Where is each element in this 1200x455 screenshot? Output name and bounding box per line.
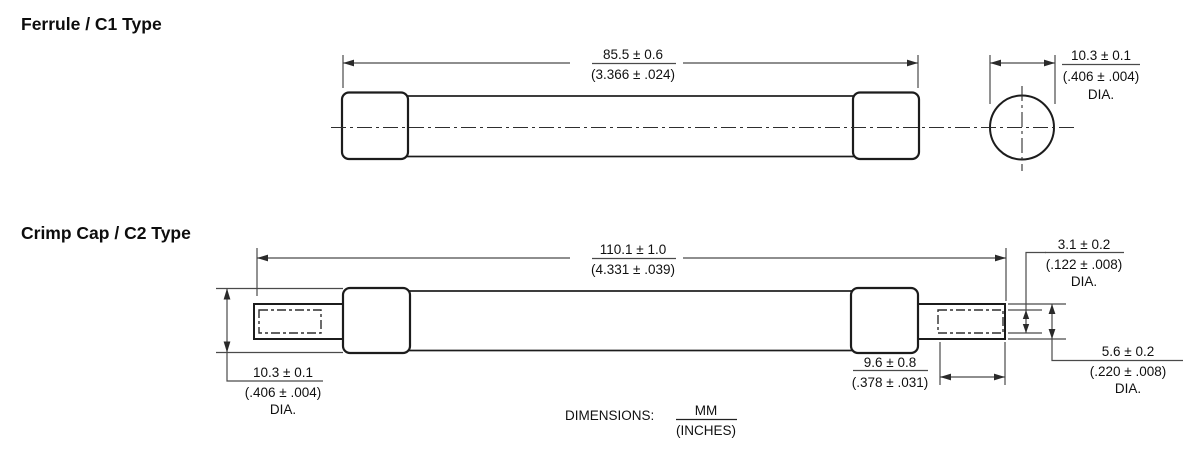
- units-bottom: (INCHES): [676, 423, 736, 438]
- c1-dia-in: (.406 ± .004): [1063, 69, 1139, 84]
- units-label: DIMENSIONS:: [565, 408, 654, 423]
- c1-ferrule-view: Ferrule / C1 Type 85.5 ± 0.6 (3.366 ± .0…: [21, 14, 1140, 171]
- c2-body-tube: [406, 290, 857, 352]
- c2-capdia-arrow-up-icon: [223, 288, 231, 300]
- c2-pindia-in: (.220 ± .008): [1090, 364, 1166, 379]
- c2-pinlen-in: (.378 ± .031): [852, 375, 928, 390]
- c1-length-in: (3.366 ± .024): [591, 67, 675, 82]
- c1-length-mm: 85.5 ± 0.6: [603, 47, 663, 62]
- c1-body-tube: [405, 95, 857, 158]
- c2-length-mm: 110.1 ± 1.0: [600, 242, 666, 257]
- c2-length-arrow-right-icon: [995, 254, 1006, 262]
- c2-pindia-arrow-down-icon: [1048, 329, 1056, 339]
- c2-capdia-leader: [226, 352, 243, 382]
- c2-pin-hole-left: [258, 309, 322, 334]
- c1-dia-arrow-left-icon: [990, 59, 1001, 67]
- c2-heading: Crimp Cap / C2 Type: [21, 223, 191, 243]
- c2-capdia-mm: 10.3 ± 0.1: [253, 365, 313, 380]
- c2-capdia-arrow-down-icon: [223, 341, 231, 353]
- c2-capdia-in: (.406 ± .004): [245, 385, 321, 400]
- c2-pin-hole-right: [937, 309, 1004, 334]
- c1-dia-mm: 10.3 ± 0.1: [1071, 48, 1131, 63]
- c2-pinlen-arrow-left-icon: [940, 373, 951, 381]
- c2-cap-left: [341, 286, 412, 355]
- c2-crimp-pin-left: [253, 303, 346, 340]
- c1-dia-label: DIA.: [1088, 87, 1114, 102]
- c2-holedia-label: DIA.: [1071, 274, 1097, 289]
- c2-holedia-arrow-down-icon: [1022, 324, 1030, 333]
- c1-dia-arrow-right-icon: [1044, 59, 1055, 67]
- c2-holedia-arrow-up-icon: [1022, 310, 1030, 319]
- c2-pindia-label: DIA.: [1115, 381, 1141, 396]
- c2-holedia-in: (.122 ± .008): [1046, 257, 1122, 272]
- c2-pinlen-mm: 9.6 ± 0.8: [864, 355, 916, 370]
- c2-pindia-mm: 5.6 ± 0.2: [1102, 344, 1154, 359]
- c2-holedia-leader: [1025, 251, 1046, 310]
- c2-length-arrow-left-icon: [257, 254, 268, 262]
- c2-crimp-cap-view: Crimp Cap / C2 Type 110.1 ± 1.0 (4.331 ±…: [21, 223, 1183, 417]
- c2-holedia-mm: 3.1 ± 0.2: [1058, 237, 1110, 252]
- c2-crimp-pin-right: [917, 303, 1006, 340]
- c2-pindia-arrow-up-icon: [1048, 304, 1056, 314]
- units-note: DIMENSIONS: MM (INCHES): [565, 403, 737, 438]
- c2-length-in: (4.331 ± .039): [591, 262, 675, 277]
- units-top: MM: [695, 403, 718, 418]
- c1-length-arrow-right-icon: [907, 59, 918, 67]
- c1-ferrule-cap-left: [340, 91, 410, 161]
- c2-pinlen-arrow-right-icon: [994, 373, 1005, 381]
- c2-cap-right: [849, 286, 920, 355]
- c2-pindia-leader: [1051, 339, 1074, 362]
- c2-capdia-label: DIA.: [270, 402, 296, 417]
- c1-heading: Ferrule / C1 Type: [21, 14, 162, 34]
- c1-length-arrow-left-icon: [343, 59, 354, 67]
- c1-ferrule-cap-right: [851, 91, 921, 161]
